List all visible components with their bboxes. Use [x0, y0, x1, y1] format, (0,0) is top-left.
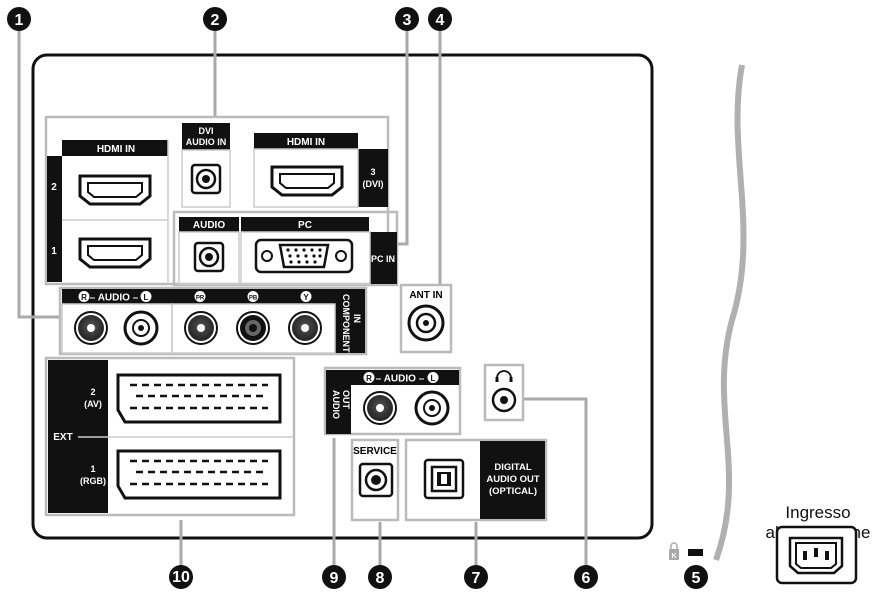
audio-out-l-jack[interactable] — [414, 390, 450, 426]
tv-rear-panel — [31, 53, 654, 540]
power-socket[interactable] — [775, 525, 858, 585]
optical-line2: AUDIO OUT — [486, 474, 540, 485]
audio-out-header: R – AUDIO – L — [363, 372, 439, 385]
scart-port-1[interactable] — [116, 449, 282, 500]
hdmi-port-2[interactable] — [78, 174, 152, 206]
service-group-frame — [350, 438, 400, 522]
hdmi-right-header: HDMI IN — [287, 137, 325, 148]
callout-1: 1 — [7, 7, 31, 31]
pc-in-label: PC IN — [371, 254, 395, 264]
ext-1-sub: (RGB) — [80, 476, 106, 486]
callout-9: 9 — [322, 565, 346, 589]
svg-text:2: 2 — [211, 12, 220, 29]
callout-5: 5 — [684, 565, 708, 589]
hdmi-port-1-label: 1 — [51, 246, 57, 257]
ant-in-label: ANT IN — [409, 290, 442, 301]
ext-1-label: 1 — [90, 464, 95, 474]
audio-out-l-badge: L — [431, 374, 436, 383]
callout-3: 3 — [395, 7, 419, 31]
pc-audio-jack[interactable] — [193, 241, 225, 273]
ant-group-frame — [399, 283, 453, 354]
hdmi-port-3[interactable] — [270, 165, 344, 197]
optical-line1: DIGITAL — [494, 462, 531, 473]
kensington-lock-icon: K — [669, 542, 679, 560]
scart-port-2[interactable] — [116, 373, 282, 424]
svg-text:8: 8 — [376, 570, 385, 587]
component-pr-jack[interactable] — [184, 311, 218, 345]
callout-4: 4 — [428, 7, 452, 31]
component-side-label-1: COMPONENT — [341, 294, 351, 353]
power-label-line1: Ingresso — [785, 503, 850, 522]
optical-group-frame — [404, 438, 548, 522]
optical-port[interactable] — [423, 458, 465, 500]
callout-leaders — [17, 26, 588, 568]
svg-text:9: 9 — [330, 570, 339, 587]
component-l-badge: L — [144, 293, 149, 302]
svg-text:3: 3 — [403, 12, 412, 29]
audio-out-side-1: AUDIO — [331, 390, 341, 419]
component-pb-jack[interactable] — [236, 311, 270, 345]
hdmi-port-3-sub: (DVI) — [363, 179, 384, 189]
kensington-slot[interactable] — [688, 549, 703, 556]
svg-text:1: 1 — [15, 12, 24, 29]
component-y-jack[interactable] — [288, 311, 322, 345]
kensington-k: K — [671, 553, 676, 560]
audio-out-r-badge: R — [366, 374, 372, 383]
callout-8: 8 — [368, 565, 392, 589]
tv-edge-curve — [713, 64, 747, 562]
antenna-port[interactable] — [407, 304, 445, 342]
audio-out-audio-label: – AUDIO – — [376, 374, 425, 385]
component-pr-badge: PR — [196, 296, 205, 302]
hdmi-port-2-label: 2 — [51, 182, 57, 193]
vga-port[interactable] — [254, 238, 354, 274]
component-audio-label: – AUDIO – — [90, 293, 139, 304]
component-audio-header: R – AUDIO – L PR PB Y — [78, 291, 312, 304]
ext-2-label: 2 — [90, 387, 95, 397]
component-side-label-2: IN — [352, 314, 362, 323]
optical-line3: (OPTICAL) — [489, 486, 537, 497]
ext-label: EXT — [53, 432, 72, 443]
callout-2: 2 — [203, 7, 227, 31]
hdmi-port-3-label: 3 — [370, 167, 375, 177]
audio-out-side-2: OUT — [341, 390, 351, 410]
component-audio-r-jack[interactable] — [74, 311, 108, 345]
service-jack[interactable] — [358, 462, 394, 498]
component-group-frame — [58, 286, 368, 356]
dvi-audio-line1: DVI — [198, 126, 213, 136]
service-label: SERVICE — [353, 446, 397, 457]
pc-audio-label: AUDIO — [193, 220, 225, 231]
ext-group-frame — [44, 356, 296, 517]
svg-text:10: 10 — [172, 569, 190, 586]
pc-label: PC — [298, 220, 312, 231]
ext-2-sub: (AV) — [84, 399, 102, 409]
component-y-badge: Y — [303, 293, 309, 302]
callout-7: 7 — [464, 565, 488, 589]
hdmi-port-1[interactable] — [78, 237, 152, 269]
headphone-group-frame — [483, 363, 525, 422]
audio-out-r-jack[interactable] — [363, 391, 397, 425]
dvi-audio-line2: AUDIO IN — [186, 137, 227, 147]
component-r-badge: R — [81, 293, 87, 302]
dvi-audio-jack[interactable] — [190, 163, 222, 195]
svg-text:6: 6 — [582, 570, 591, 587]
svg-text:4: 4 — [436, 12, 445, 29]
svg-text:5: 5 — [692, 570, 701, 587]
audio-out-group-frame — [323, 366, 462, 436]
callout-10: 10 — [169, 565, 193, 589]
headphone-icon — [495, 370, 513, 382]
callout-6: 6 — [574, 565, 598, 589]
headphone-jack[interactable] — [491, 387, 517, 413]
hdmi-left-header: HDMI IN — [97, 144, 135, 155]
component-audio-l-jack[interactable] — [123, 310, 159, 346]
svg-text:7: 7 — [472, 570, 481, 587]
component-pb-badge: PB — [249, 296, 258, 302]
